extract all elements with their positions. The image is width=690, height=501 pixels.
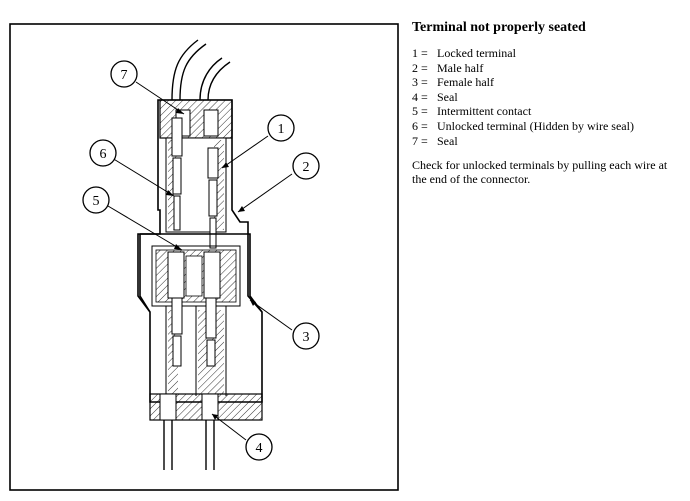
callout-2: 2 <box>292 152 320 180</box>
legend-number: 2 = <box>412 60 428 75</box>
legend-number: 1 = <box>412 46 428 60</box>
legend-item: 4 = Seal <box>412 90 684 105</box>
callout-6: 6 <box>89 139 117 167</box>
callout-5: 5 <box>82 186 110 214</box>
legend-number: 3 = <box>412 75 428 90</box>
svg-text:5: 5 <box>93 194 100 209</box>
legend-item: 1 = Locked terminal <box>412 46 684 61</box>
legend-item: 6 = Unlocked terminal (Hidden by wire se… <box>412 119 684 134</box>
legend-number: 4 = <box>412 89 428 104</box>
wires-bottom <box>163 420 215 470</box>
lower-terminals <box>171 297 217 367</box>
legend-label: Intermittent contact <box>437 104 532 119</box>
legend-label: Unlocked terminal (Hidden by wire seal) <box>437 118 634 133</box>
legend-item: 7 = Seal <box>412 134 684 149</box>
legend-label: Female half <box>437 75 494 90</box>
legend-title: Terminal not properly seated <box>412 20 586 35</box>
legend-number: 6 = <box>412 118 428 133</box>
legend-item: 2 = Male half <box>412 61 684 76</box>
svg-text:3: 3 <box>303 330 310 345</box>
svg-text:1: 1 <box>278 122 285 137</box>
legend-label: Seal <box>437 89 458 104</box>
legend-list: 1 = Locked terminal 2 = Male half 3 = Fe… <box>412 46 684 148</box>
svg-text:4: 4 <box>256 441 263 456</box>
callout-4: 4 <box>245 433 273 461</box>
legend-panel: Terminal not properly seated 1 = Locked … <box>412 20 684 186</box>
instruction-note: Check for unlocked terminals by pulling … <box>412 158 668 187</box>
upper-terminals <box>171 117 219 249</box>
leader-lines <box>107 81 293 441</box>
figure-frame <box>9 23 399 491</box>
legend-label: Male half <box>437 60 484 75</box>
svg-text:7: 7 <box>121 68 128 83</box>
callout-1: 1 <box>267 114 295 142</box>
legend-number: 5 = <box>412 104 428 119</box>
connector-diagram: 7 1 6 2 5 3 4 <box>9 23 399 491</box>
legend-number: 7 = <box>412 133 428 148</box>
legend-item: 5 = Intermittent contact <box>412 104 684 119</box>
legend-label: Seal <box>437 133 458 148</box>
wires-top <box>171 39 231 101</box>
svg-text:2: 2 <box>303 160 310 175</box>
callout-7: 7 <box>110 60 138 88</box>
legend-label: Locked terminal <box>437 46 516 60</box>
svg-text:6: 6 <box>100 147 107 162</box>
legend-item: 3 = Female half <box>412 75 684 90</box>
callout-3: 3 <box>292 322 320 350</box>
